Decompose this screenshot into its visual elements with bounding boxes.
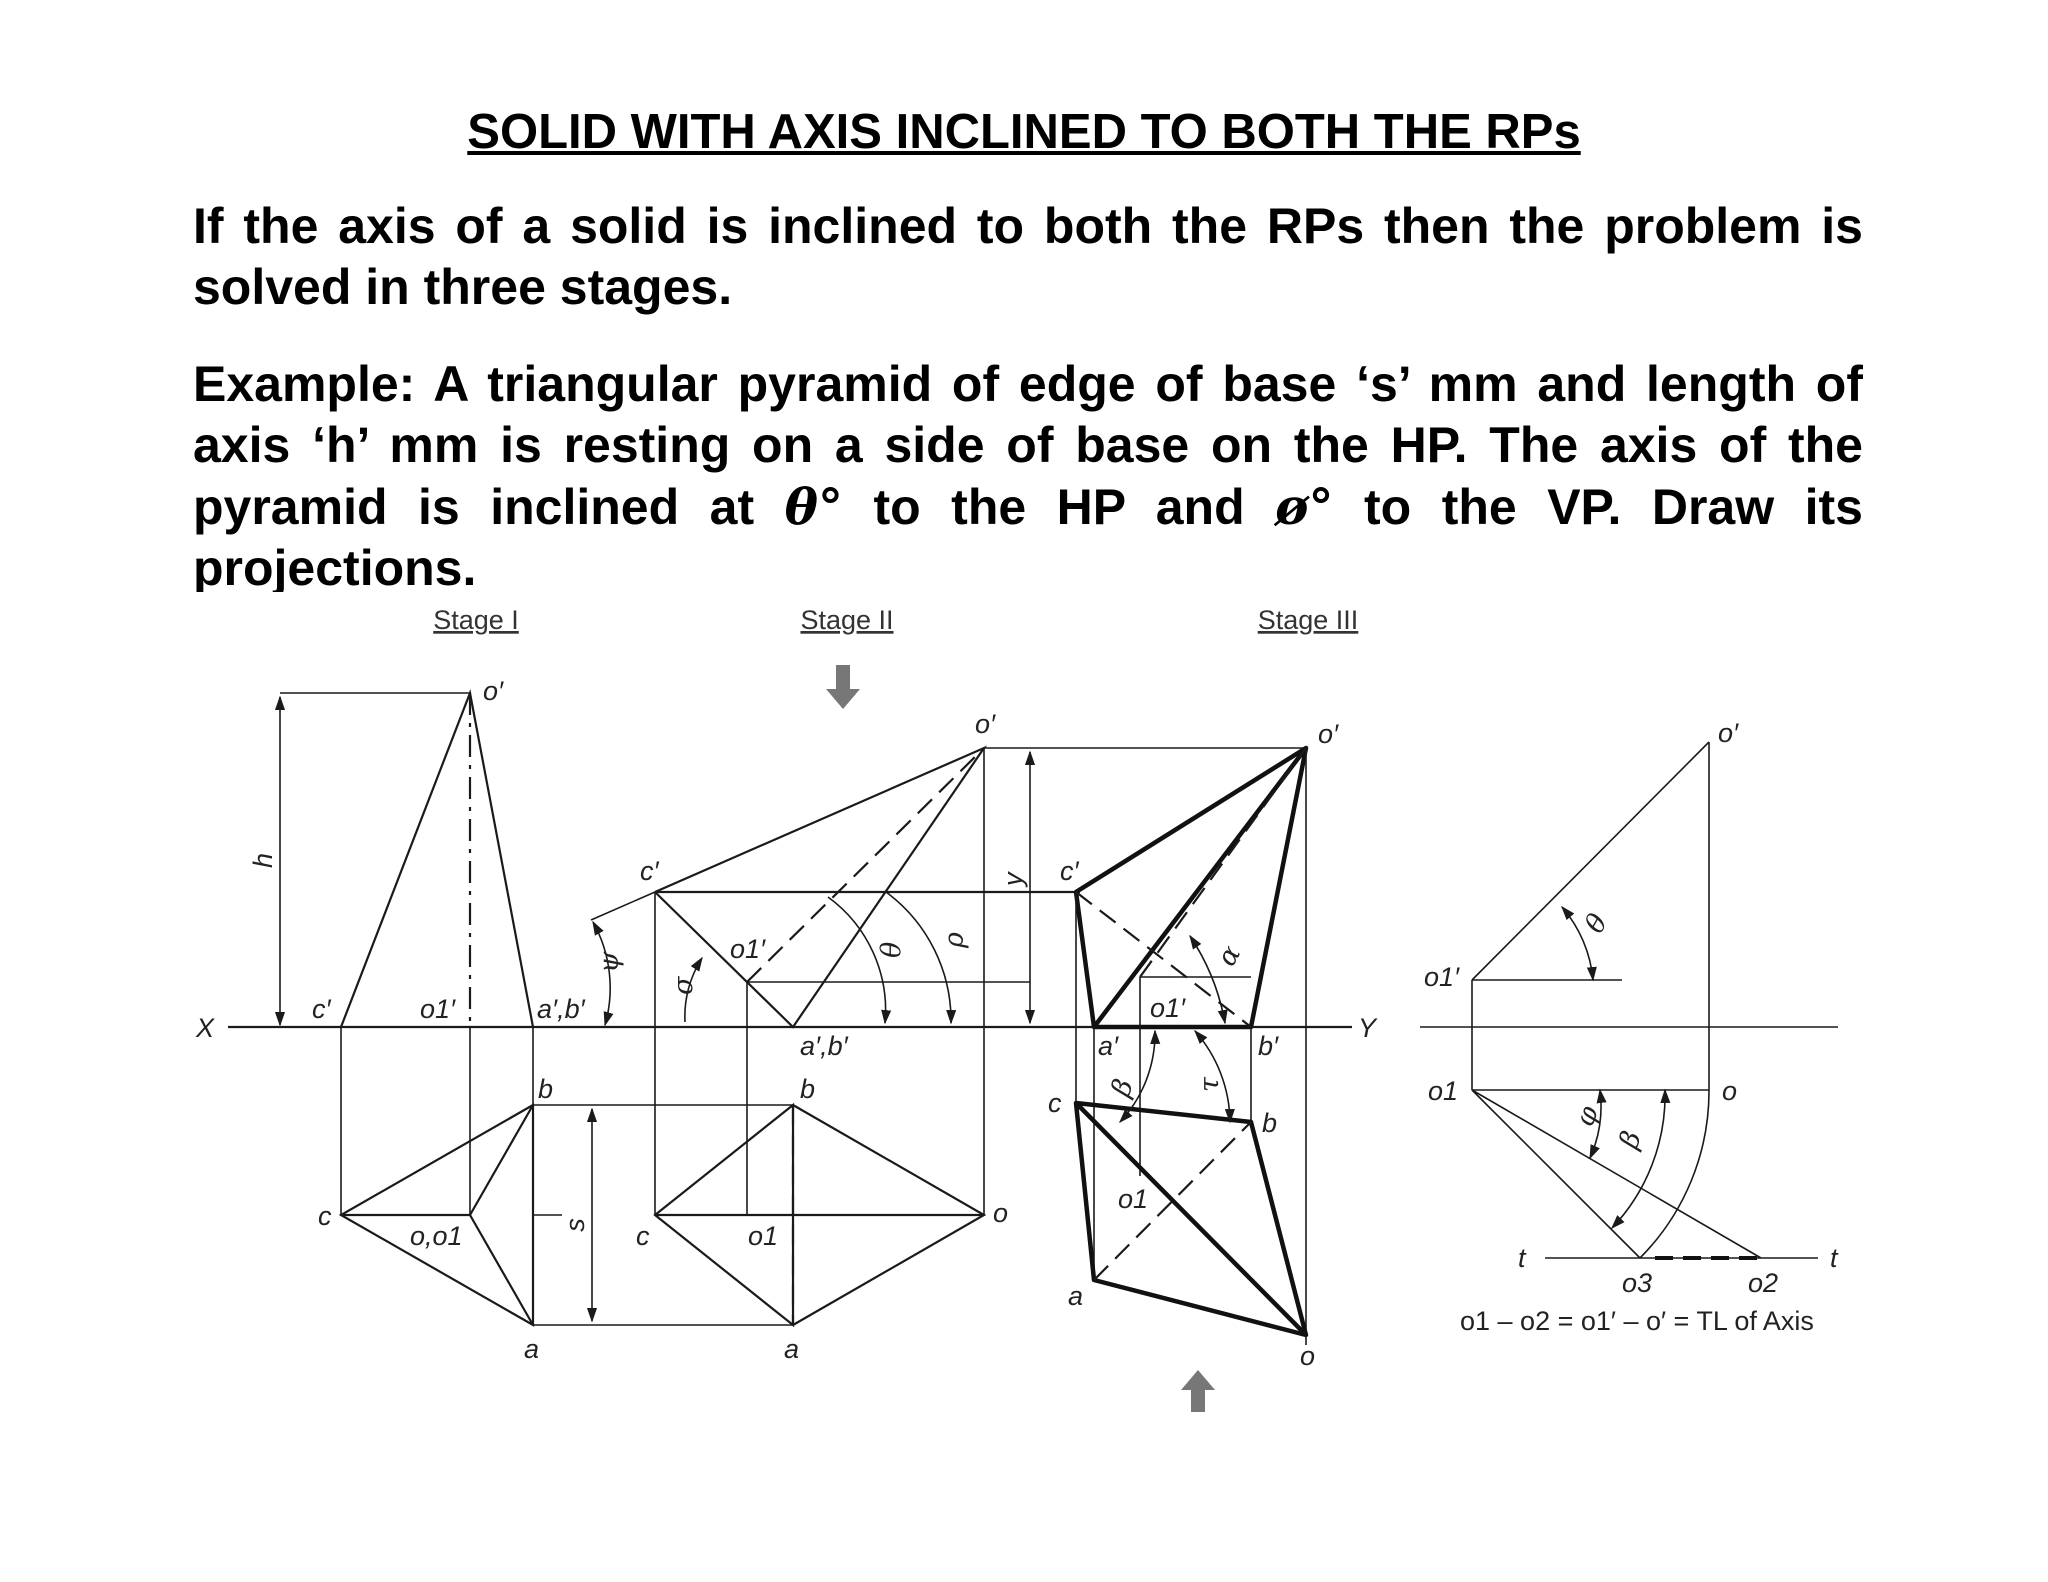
- down-arrow-icon: [826, 665, 860, 709]
- svg-text:o: o: [1722, 1076, 1737, 1106]
- svg-text:ρ: ρ: [939, 932, 970, 949]
- svg-text:o1′: o1′: [1150, 993, 1186, 1023]
- svg-text:o: o: [993, 1198, 1008, 1228]
- svg-text:o′: o′: [1718, 718, 1739, 748]
- svg-text:α: α: [1211, 940, 1247, 971]
- svg-text:o′: o′: [975, 709, 996, 739]
- svg-text:σ: σ: [668, 975, 699, 995]
- svg-text:θ: θ: [1579, 909, 1614, 939]
- svg-text:b: b: [1262, 1108, 1277, 1138]
- svg-text:a′,b′: a′,b′: [537, 994, 586, 1024]
- up-arrow-icon: [1181, 1370, 1215, 1412]
- stage-1-label: Stage I: [433, 605, 519, 635]
- svg-text:b: b: [800, 1074, 815, 1104]
- svg-text:t: t: [1830, 1243, 1839, 1273]
- svg-text:β: β: [1105, 1075, 1140, 1101]
- svg-text:β: β: [1613, 1127, 1648, 1153]
- stage-3-label: Stage III: [1258, 605, 1359, 635]
- example-text-3: to the VP. Draw its projections.: [193, 479, 1863, 592]
- svg-text:θ: θ: [876, 942, 907, 958]
- stage-2-label: Stage II: [800, 605, 893, 635]
- svg-text:φ: φ: [1569, 1102, 1605, 1130]
- svg-text:o,o1: o,o1: [410, 1221, 463, 1251]
- y-label: Y: [1358, 1013, 1378, 1043]
- svg-text:o: o: [1300, 1341, 1315, 1371]
- svg-text:ψ: ψ: [594, 951, 625, 973]
- true-length-construction: θ φ β o′ o1′ o1 o t t o3 o2 o1 – o2 = o1…: [1420, 718, 1839, 1336]
- svg-text:a: a: [784, 1334, 799, 1364]
- svg-text:c′: c′: [312, 994, 332, 1024]
- s-label: s: [560, 1218, 590, 1232]
- svg-text:a: a: [524, 1334, 539, 1364]
- svg-text:o1: o1: [1428, 1076, 1458, 1106]
- h-label: h: [248, 853, 278, 868]
- svg-text:a′,b′: a′,b′: [800, 1031, 849, 1061]
- example-paragraph: Example: A triangular pyramid of edge of…: [193, 354, 1863, 592]
- svg-text:c: c: [636, 1221, 650, 1251]
- svg-text:a: a: [1068, 1281, 1083, 1311]
- svg-text:b′: b′: [1258, 1031, 1279, 1061]
- svg-text:τ: τ: [1194, 1076, 1225, 1092]
- svg-text:o1′: o1′: [1424, 962, 1460, 992]
- svg-text:c: c: [1048, 1088, 1062, 1118]
- svg-text:c: c: [318, 1201, 332, 1231]
- svg-text:c′: c′: [640, 856, 660, 886]
- svg-text:t: t: [1518, 1243, 1527, 1273]
- svg-text:o1′: o1′: [420, 994, 456, 1024]
- phi-symbol: ø°: [1275, 477, 1334, 536]
- svg-text:o′: o′: [1318, 719, 1339, 749]
- svg-text:o′: o′: [483, 676, 504, 706]
- example-text-1: Example: A triangular pyramid of edge of…: [193, 356, 1863, 535]
- svg-text:c′: c′: [1060, 856, 1080, 886]
- svg-text:o3: o3: [1622, 1268, 1652, 1298]
- stage-3-drawing: α β τ c′ o1′ o′ a′ b′ c b o1 a o: [1048, 719, 1339, 1371]
- intro-paragraph: If the axis of a solid is inclined to bo…: [193, 198, 1863, 315]
- stage-1-drawing: h o′ c′ o1′ a′,b′ b c o,o1 a s: [248, 676, 793, 1364]
- slide-title: SOLID WITH AXIS INCLINED TO BOTH THE RPs: [467, 105, 1581, 159]
- x-label: X: [195, 1013, 215, 1043]
- stage-2-drawing: y ψ σ θ ρ c′ o1′ o′ a′,b′ b c o1 o a: [590, 709, 1306, 1364]
- svg-text:o2: o2: [1748, 1268, 1778, 1298]
- y-distance-label: y: [998, 871, 1028, 888]
- svg-text:a′: a′: [1098, 1031, 1119, 1061]
- theta-symbol: θ°: [784, 477, 843, 536]
- svg-text:o1: o1: [748, 1221, 778, 1251]
- svg-text:b: b: [538, 1074, 553, 1104]
- true-length-relation: o1 – o2 = o1′ – o′ = TL of Axis: [1460, 1306, 1814, 1336]
- svg-text:o1′: o1′: [730, 934, 766, 964]
- example-text-2: to the HP and: [842, 479, 1276, 535]
- svg-text:o1: o1: [1118, 1184, 1148, 1214]
